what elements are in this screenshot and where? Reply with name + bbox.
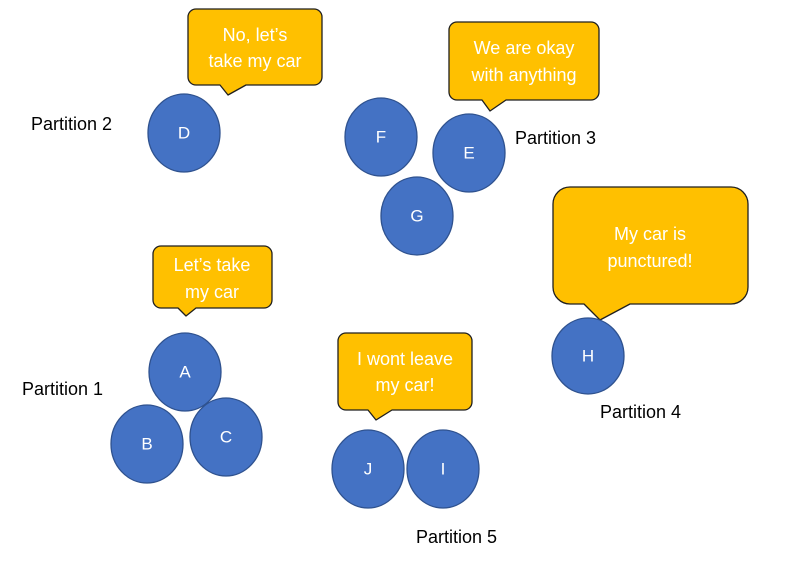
bubble-d-line-1: No, let’s <box>223 25 288 45</box>
bubble-h-line-2: punctured! <box>607 251 692 271</box>
node-i: I <box>406 429 480 509</box>
node-f: F <box>344 97 418 177</box>
node-g: G <box>380 176 454 256</box>
node-c-label: C <box>220 428 232 447</box>
node-j-label: J <box>364 460 373 479</box>
bubble-a-line-1: Let’s take <box>174 255 251 275</box>
node-e: E <box>432 113 506 193</box>
node-b: B <box>110 404 184 484</box>
partition-4-label: Partition 4 <box>600 402 681 422</box>
node-d-label: D <box>178 124 190 143</box>
partition-2-label: Partition 2 <box>31 114 112 134</box>
bubble-e-line-1: We are okay <box>474 38 575 58</box>
node-h-label: H <box>582 347 594 366</box>
node-i-label: I <box>441 460 446 479</box>
speech-bubble-d: No, let’s take my car <box>187 8 323 96</box>
node-a: A <box>148 332 222 412</box>
bubble-j-line-2: my car! <box>375 375 434 395</box>
bubble-h-line-1: My car is <box>614 224 686 244</box>
speech-bubble-h: My car is punctured! <box>552 186 749 321</box>
partition-3-label: Partition 3 <box>515 128 596 148</box>
node-g-label: G <box>410 207 423 226</box>
bubble-a-line-2: my car <box>185 282 239 302</box>
node-j: J <box>331 429 405 509</box>
partition-5-label: Partition 5 <box>416 527 497 547</box>
speech-bubble-a: Let’s take my car <box>152 245 273 317</box>
partition-1-label: Partition 1 <box>22 379 103 399</box>
speech-bubble-e: We are okay with anything <box>448 21 600 112</box>
node-c: C <box>189 397 263 477</box>
node-a-label: A <box>179 363 191 382</box>
speech-bubble-j: I wont leave my car! <box>337 332 473 421</box>
bubble-j-line-1: I wont leave <box>357 349 453 369</box>
bubble-e-line-2: with anything <box>470 65 576 85</box>
node-d: D <box>147 93 221 173</box>
node-b-label: B <box>141 435 152 454</box>
bubble-d-line-2: take my car <box>208 51 301 71</box>
node-e-label: E <box>463 144 474 163</box>
node-f-label: F <box>376 128 386 147</box>
node-h: H <box>551 317 625 395</box>
